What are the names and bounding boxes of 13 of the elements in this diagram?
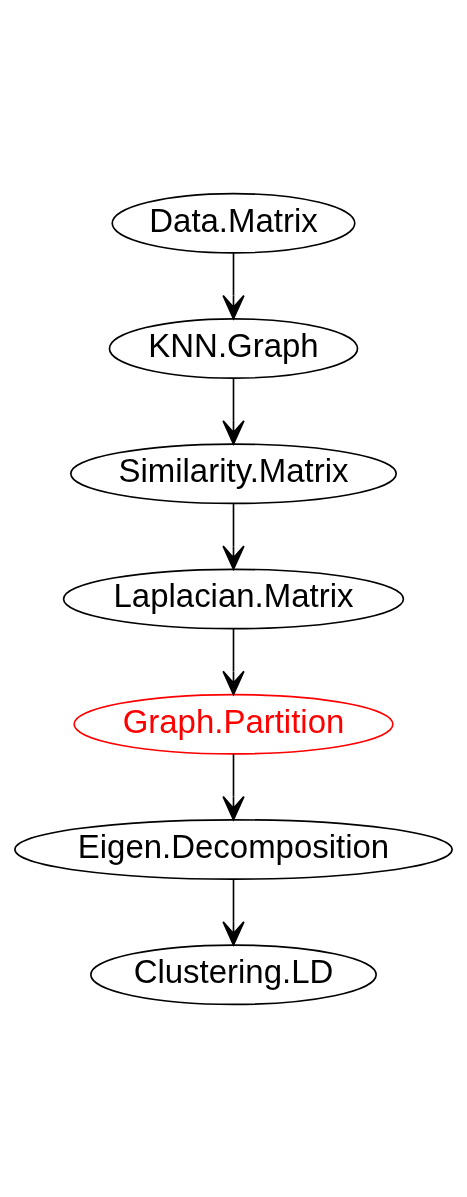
arrow <box>222 878 245 946</box>
node-ellipse: KNN.Graph <box>108 317 359 379</box>
node-ellipse: Laplacian.Matrix <box>62 568 405 629</box>
node-ellipse: Data.Matrix <box>111 192 356 254</box>
arrow <box>222 627 245 695</box>
node-ellipse: Graph.Partition <box>73 693 394 755</box>
arrow <box>222 251 245 320</box>
node-ellipse: Eigen.Decomposition <box>14 818 453 880</box>
arrow <box>222 502 245 570</box>
node-ellipse: Clustering.LD <box>90 943 377 1005</box>
node-ellipse: Similarity.Matrix <box>70 442 397 504</box>
arrow <box>222 752 245 821</box>
arrow <box>222 377 245 445</box>
